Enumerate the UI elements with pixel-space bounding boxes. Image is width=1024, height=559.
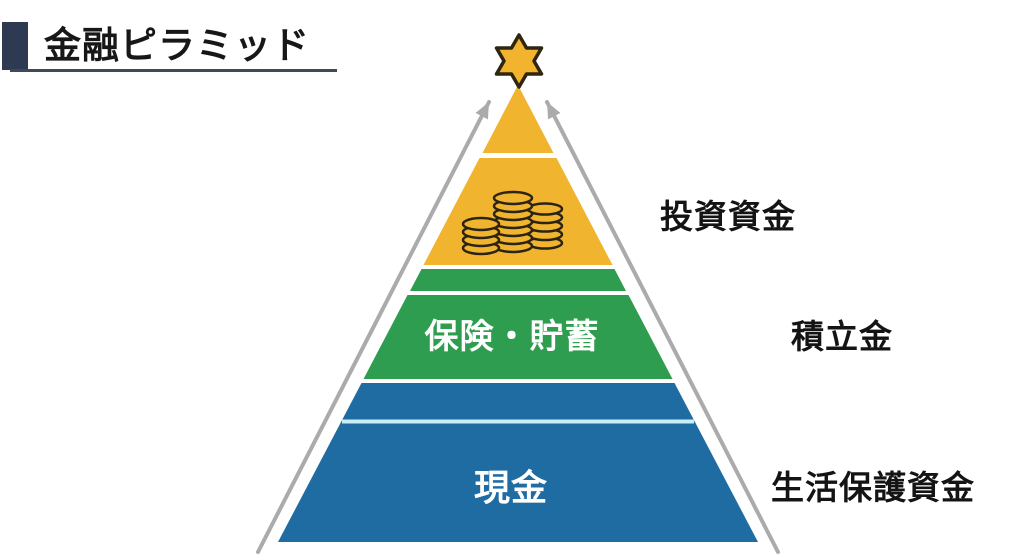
right-up-arrow-icon xyxy=(545,100,780,554)
side-label-investment: 投資資金 xyxy=(660,198,796,235)
tier-savings-body xyxy=(363,295,673,379)
left-up-arrow-icon xyxy=(256,100,491,554)
side-label-savings: 積立金 xyxy=(791,318,893,355)
tier-savings-label: 保険・貯蓄 xyxy=(425,318,600,356)
tier-investment-apex xyxy=(482,85,554,153)
tier-savings-top-band xyxy=(410,269,626,291)
page-title: 金融ピラミッド xyxy=(44,24,310,66)
coin-stack-icon xyxy=(461,190,564,256)
title-accent-bar xyxy=(2,22,28,70)
tier-cash-body xyxy=(278,383,758,542)
star-icon xyxy=(494,33,544,89)
side-label-cash: 生活保護資金 xyxy=(771,469,975,506)
tier-cash-label: 現金 xyxy=(474,467,548,508)
